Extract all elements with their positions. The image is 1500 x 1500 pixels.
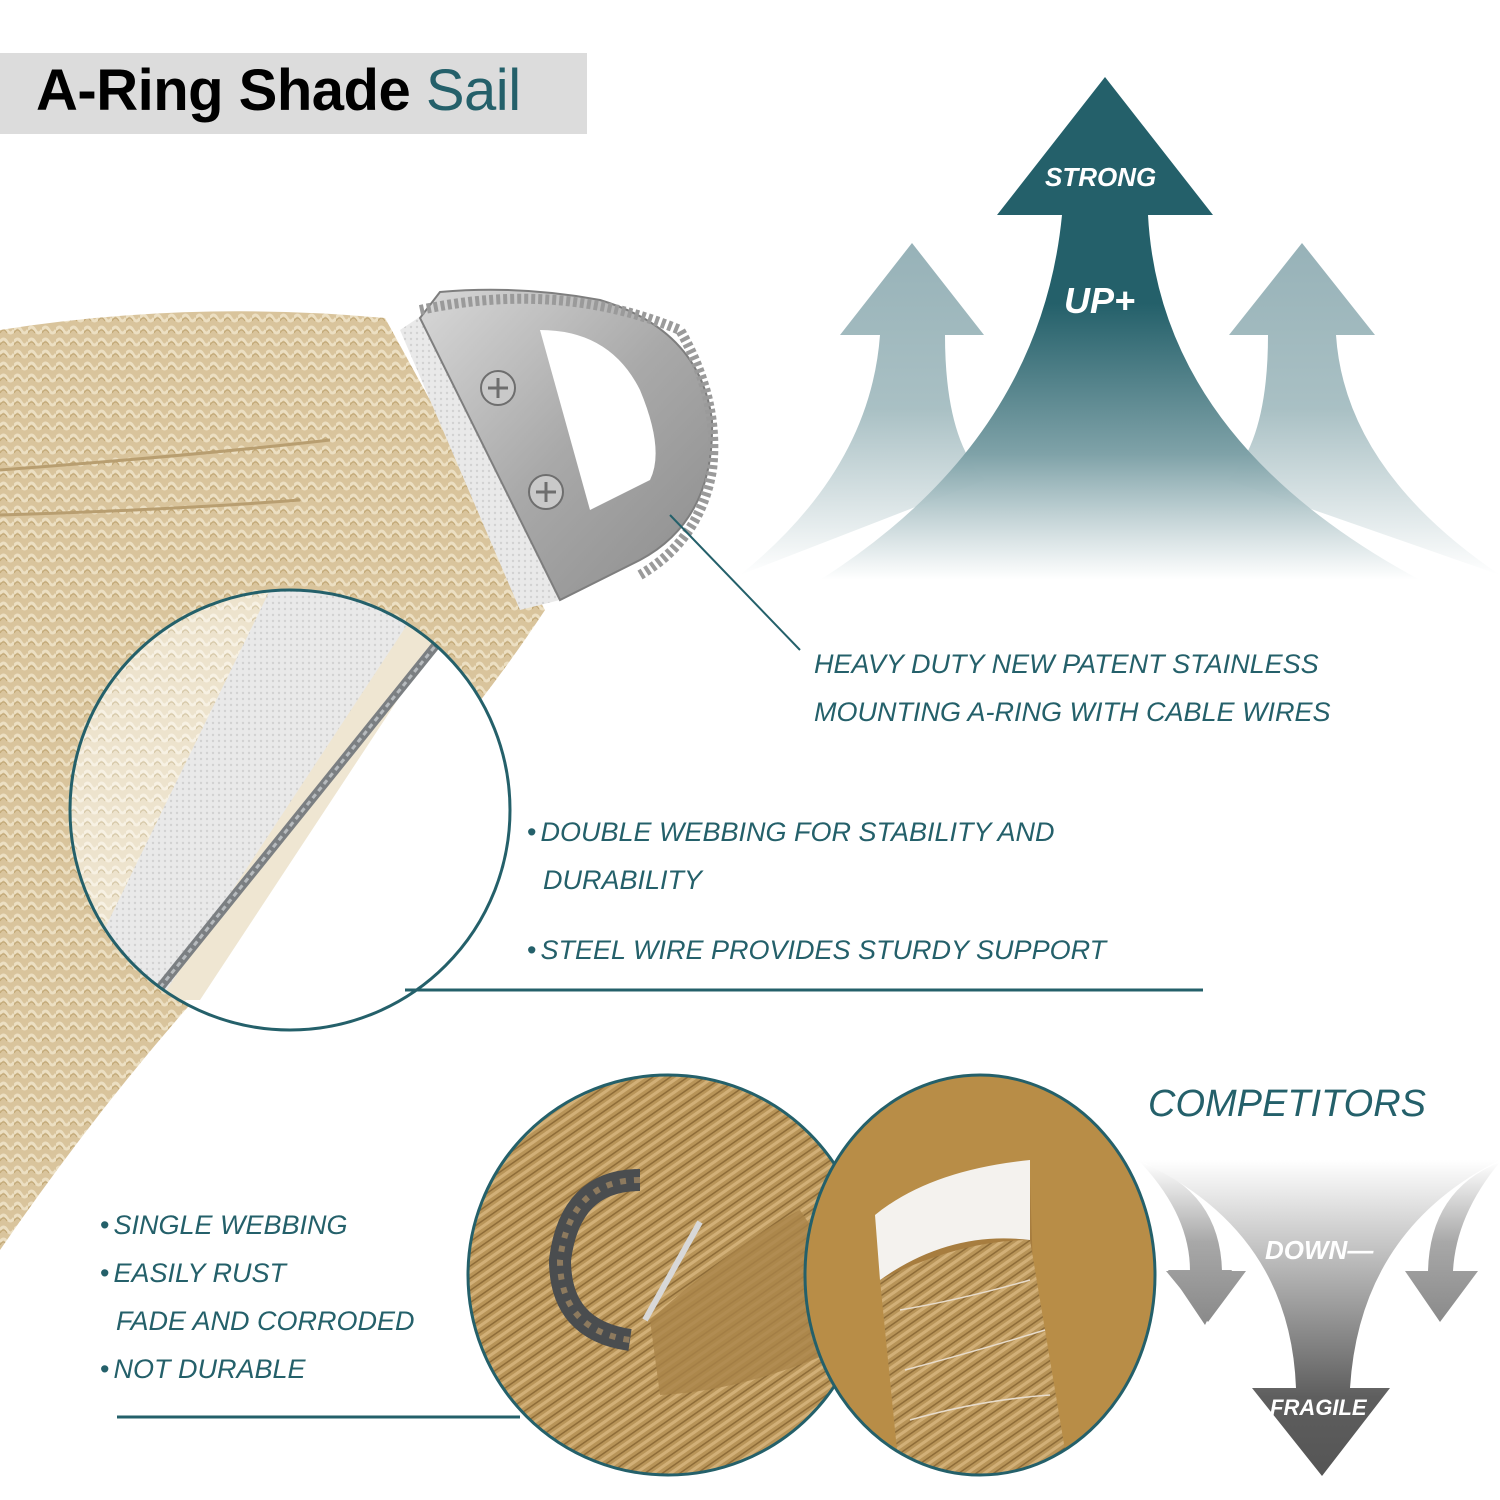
strong-label: STRONG [1045, 162, 1157, 192]
feature-item-1: •DOUBLE WEBBING FOR STABILITY AND DURABI… [527, 808, 1055, 904]
bullet-icon: • [527, 817, 537, 847]
competitor-item-2-line-2: FADE AND CORRODED [116, 1306, 415, 1336]
competitor-photo-frayed-webbing [803, 1073, 1157, 1477]
title-accent: Sail [425, 58, 521, 123]
competitor-item-1: •SINGLE WEBBING [100, 1201, 415, 1249]
competitor-item-3: •NOT DURABLE [100, 1345, 415, 1393]
competitor-item-2: •EASILY RUST [100, 1249, 415, 1297]
up-plus-label: UP+ [1064, 280, 1136, 321]
feature-1-line-2: DURABILITY [543, 865, 703, 895]
title-bold: A-Ring Shade [36, 58, 411, 123]
callout-line-aring [669, 514, 801, 651]
competitor-list: •SINGLE WEBBING •EASILY RUST FADE AND CO… [100, 1201, 415, 1393]
down-arrows-graphic [1138, 1160, 1500, 1476]
webbing-detail-circle [68, 588, 512, 1032]
callout-aring: HEAVY DUTY NEW PATENT STAINLESS MOUNTING… [814, 640, 1331, 736]
down-minus-label: DOWN— [1265, 1235, 1374, 1265]
strong-arrows-graphic [740, 77, 1500, 580]
callout-aring-line-1: HEAVY DUTY NEW PATENT STAINLESS [814, 649, 1319, 679]
title-banner [0, 53, 587, 134]
callout-aring-line-2: MOUNTING A-RING WITH CABLE WIRES [814, 697, 1331, 727]
feature-item-2: •STEEL WIRE PROVIDES STURDY SUPPORT [527, 926, 1106, 974]
bullet-icon: • [100, 1258, 110, 1288]
bullet-icon: • [100, 1210, 110, 1240]
bullet-icon: • [100, 1354, 110, 1384]
fragile-label: FRAGILE [1270, 1395, 1367, 1420]
feature-1-line-1: DOUBLE WEBBING FOR STABILITY AND [540, 817, 1055, 847]
page-title: A-Ring Shade Sail [36, 58, 521, 124]
a-ring-hardware [400, 288, 719, 610]
bullet-icon: • [527, 935, 537, 965]
competitor-photo-rusty-ring [466, 1073, 870, 1477]
competitors-heading: COMPETITORS [1148, 1083, 1426, 1125]
feature-2-line-1: STEEL WIRE PROVIDES STURDY SUPPORT [540, 935, 1107, 965]
